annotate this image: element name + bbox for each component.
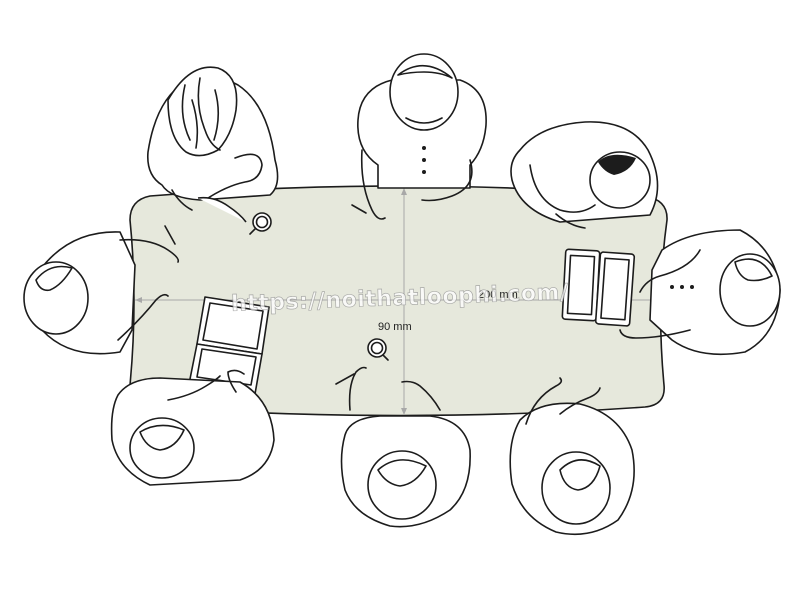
pens — [164, 204, 367, 385]
coffee-cup-left — [249, 212, 272, 235]
table-width-label: 90 mm — [378, 321, 412, 333]
person-top-right — [510, 121, 659, 229]
person-right — [619, 229, 781, 356]
table-length-label: 200 mm — [478, 289, 518, 301]
person-left — [23, 231, 180, 355]
person-bottom-left — [110, 369, 275, 486]
coffee-cup-bottom — [367, 338, 389, 361]
tablets — [561, 248, 636, 327]
person-bottom-right — [509, 377, 635, 536]
person-bottom-center — [340, 366, 471, 528]
person-top-center — [357, 53, 487, 220]
person-top-left — [146, 66, 279, 223]
